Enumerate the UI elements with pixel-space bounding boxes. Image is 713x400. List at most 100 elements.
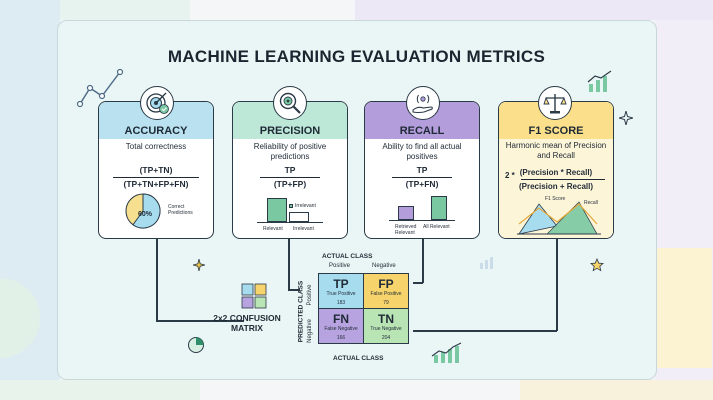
formula: (TP+TN) (TP+TN+FP+FN)	[99, 165, 213, 190]
balance-scale-icon	[543, 94, 567, 114]
card-title: RECALL	[399, 125, 445, 137]
accuracy-card: ACCURACY Total correctness (TP+TN) (TP+T…	[98, 101, 214, 239]
cell-name: True Positive	[326, 291, 356, 297]
confusion-title-line2: MATRIX	[231, 323, 263, 333]
accuracy-pie	[125, 193, 161, 229]
cell-true-negative: TN True Negative 204	[363, 308, 409, 344]
accuracy-percent: 60%	[138, 211, 153, 218]
formula-numerator: TP	[284, 165, 296, 175]
actual-positive-label: Positive	[329, 263, 351, 269]
fraction-line	[260, 177, 320, 178]
cell-count: 79	[383, 300, 389, 306]
actual-class-label-top: ACTUAL CLASS	[322, 253, 373, 260]
precision-visual: Irrelevant Relevant Irrelevant	[233, 190, 347, 238]
pie-chart-icon	[188, 337, 204, 353]
formula: TP (TP+FN)	[365, 165, 479, 190]
retrieved-bar	[398, 206, 414, 220]
f1-curve	[517, 201, 601, 235]
recall-card: RECALL Ability to find all actual positi…	[364, 101, 480, 239]
formula-numerator: (Precision * Recall)	[519, 168, 593, 177]
accuracy-icon-badge	[140, 86, 174, 120]
f1-visual: F1 Score Recall	[499, 190, 613, 238]
sparkle-icon	[619, 111, 633, 125]
pie-caption-line1: Correct	[168, 204, 185, 210]
irrelevant-label: Irrelevant	[293, 226, 314, 232]
formula-numerator: (TP+TN)	[139, 165, 173, 175]
precision-icon-badge	[273, 86, 307, 120]
card-title: ACCURACY	[124, 125, 188, 137]
cell-count: 166	[336, 335, 346, 341]
cell-code: TN	[378, 312, 394, 326]
trend-line-icon	[76, 68, 124, 108]
fraction-line	[113, 177, 199, 178]
puzzle-icon	[241, 283, 267, 309]
irrelevant-top-label: Irrelevant	[295, 203, 316, 209]
predicted-class-label: PREDICTED CLASS	[297, 280, 305, 343]
cell-false-positive: FP False Positive 79	[363, 273, 409, 309]
sparkle-icon	[193, 259, 205, 271]
fraction-line	[521, 179, 605, 180]
connector-line	[156, 239, 158, 321]
all-relevant-bar	[431, 196, 447, 220]
formula-denominator: (TP+FN)	[405, 179, 439, 189]
relevant-label: Relevant	[263, 226, 283, 232]
cell-code: TP	[333, 277, 349, 291]
retrieved-label-2: Relevant	[395, 230, 415, 236]
background-panel	[60, 0, 190, 20]
connector-line	[422, 239, 424, 283]
hand-signal-icon	[412, 94, 433, 114]
bar-growth-icon	[587, 70, 612, 92]
connector-line	[156, 320, 244, 322]
connector-line	[288, 239, 290, 289]
magnifier-target-icon	[279, 92, 301, 114]
card-description: Reliability of positive predictions	[253, 142, 327, 161]
recall-visual: Retrieved Relevant All Relevant	[365, 190, 479, 238]
connector-line	[413, 330, 557, 332]
legend-swatch	[289, 204, 293, 208]
cell-count: 204	[381, 335, 391, 341]
target-check-icon	[146, 92, 169, 114]
accuracy-visual: 60% Correct Predictions	[99, 190, 213, 238]
accuracy-pie-slice	[132, 193, 161, 229]
actual-negative-label: Negative	[372, 263, 396, 269]
cell-false-negative: FN False Negative 166	[318, 308, 364, 344]
irrelevant-bar	[289, 212, 309, 222]
formula: (Precision * Recall) (Precision + Recall…	[499, 167, 613, 192]
cell-name: False Positive	[370, 291, 402, 297]
pie-caption-line2: Predictions	[168, 210, 193, 216]
connector-line	[413, 282, 423, 284]
predicted-positive-label: Positive	[307, 284, 313, 306]
background-panel	[520, 380, 713, 400]
f1-icon-badge	[538, 86, 572, 120]
formula-denominator: (Precision + Recall)	[518, 182, 594, 191]
confusion-title: 2x2 CONFUSION MATRIX	[212, 313, 282, 333]
background-panel	[0, 380, 200, 400]
retrieved-label: Retrieved	[395, 224, 417, 230]
cell-name: True Negative	[370, 326, 402, 332]
cell-code: FN	[333, 312, 349, 326]
recall-curve-label: Recall	[584, 200, 598, 206]
cell-name: False Negative	[324, 326, 358, 332]
f1-score-label: F1 Score	[545, 196, 566, 202]
formula-prefix: 2 *	[505, 171, 515, 180]
f1-card: F1 SCORE Harmonic mean of Precision and …	[498, 101, 614, 239]
baseline	[257, 222, 323, 223]
cell-count: 183	[336, 300, 346, 306]
connector-line	[556, 239, 558, 331]
page-title: MACHINE LEARNING EVALUATION METRICS	[167, 47, 546, 66]
background-panel	[355, 0, 713, 20]
precision-card: PRECISION Reliability of positive predic…	[232, 101, 348, 239]
bar-growth-icon	[480, 257, 493, 269]
card-description: Ability to find all actual positives	[382, 142, 462, 161]
card-description: Total correctness	[125, 142, 187, 151]
baseline	[389, 220, 455, 221]
formula-denominator: (TP+FP)	[273, 179, 307, 189]
relevant-bar	[267, 198, 287, 222]
formula-denominator: (TP+TN+FP+FN)	[123, 179, 189, 189]
fraction-line	[392, 177, 452, 178]
card-title: PRECISION	[259, 125, 321, 137]
all-relevant-label: All Relevant	[423, 224, 450, 230]
cell-true-positive: TP True Positive 183	[318, 273, 364, 309]
recall-icon-badge	[406, 86, 440, 120]
confusion-title-line1: 2x2 CONFUSION	[213, 313, 281, 323]
